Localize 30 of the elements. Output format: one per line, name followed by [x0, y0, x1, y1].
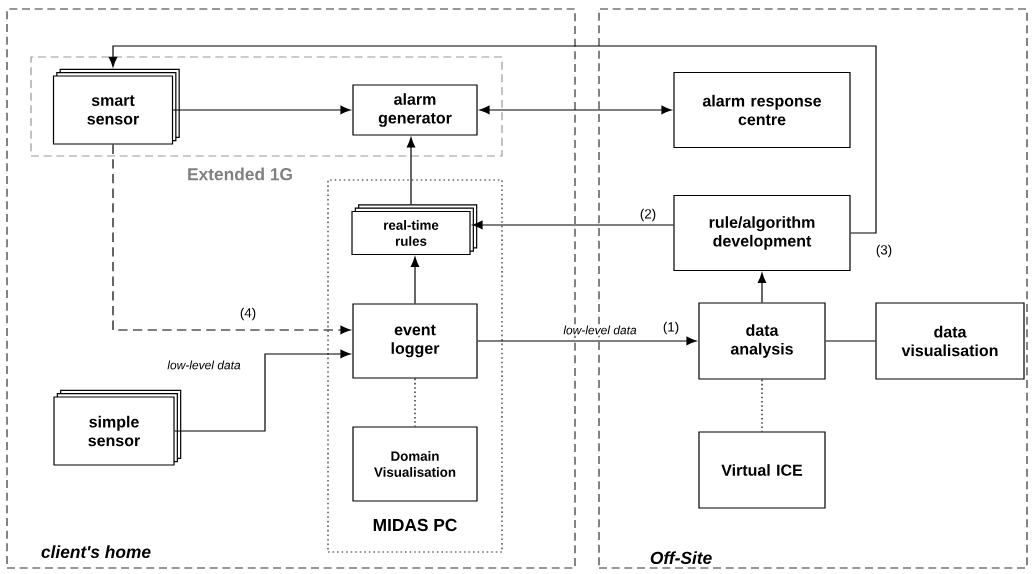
stacked-box: simple sensor	[53, 389, 182, 466]
process-box: rule/algorithm development	[673, 194, 851, 272]
connector-line	[825, 340, 876, 342]
arrow	[479, 105, 672, 115]
step-number: (1)	[661, 320, 681, 336]
connector-line	[761, 379, 763, 432]
arrow	[472, 220, 674, 230]
arrow	[112, 144, 351, 335]
edge-label: (3)	[874, 243, 894, 259]
process-box: event logger	[352, 303, 478, 379]
process-box: Virtual ICE	[698, 431, 826, 509]
edge-label: (2)	[638, 207, 658, 223]
arrow	[757, 272, 767, 303]
connector-line	[414, 378, 416, 427]
edge-label: low-level data	[562, 324, 638, 336]
process-box: alarm response centre	[673, 71, 851, 149]
arrow	[477, 336, 697, 346]
process-box: data analysis	[698, 302, 826, 380]
process-box: alarm generator	[352, 84, 478, 136]
edge-label: (4)	[238, 306, 258, 322]
stacked-box: smart sensor	[52, 68, 180, 145]
arrow	[108, 45, 877, 234]
arrow	[406, 137, 416, 205]
edge-label: low-level data	[166, 359, 243, 371]
stacked-box: real-time rules	[351, 204, 478, 256]
process-box: Domain Visualisation	[352, 426, 478, 502]
arrow	[410, 256, 420, 304]
arrow	[172, 105, 351, 115]
arrow	[174, 349, 351, 432]
process-box: data visualisation	[875, 302, 1025, 380]
